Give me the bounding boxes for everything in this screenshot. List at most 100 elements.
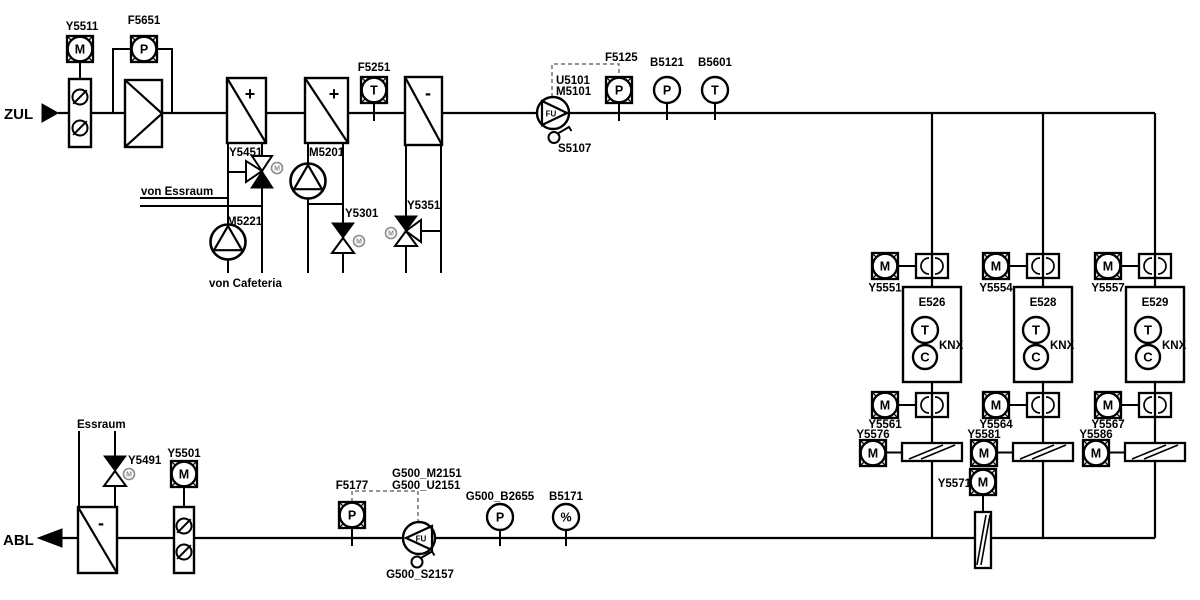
damper-tag: Y5511: [66, 21, 99, 33]
sensor-tag: B5121: [650, 57, 684, 69]
svg-text:T: T: [1032, 323, 1040, 338]
svg-text:T: T: [711, 84, 719, 98]
cooling-sign: -: [425, 83, 431, 103]
svg-text:C: C: [1143, 350, 1153, 365]
filter-f5651[interactable]: P F5651: [112, 15, 173, 149]
pump-m5201-icon[interactable]: [289, 162, 327, 200]
fan-converter-tag: G500_U2151: [392, 480, 461, 492]
mix-damper-y5571[interactable]: Y5571 M: [938, 467, 998, 570]
heating-sign: +: [245, 84, 256, 104]
reheater-coil-circuit[interactable]: + M5201 M Y5301: [289, 76, 379, 273]
essraum-branch: Essraum M Y5491: [77, 419, 162, 507]
pressure-sensor-b5121[interactable]: P B5121: [650, 57, 685, 120]
svg-text:M: M: [1103, 399, 1113, 413]
zul-arrow-icon: [41, 103, 60, 123]
svg-text:M: M: [979, 447, 989, 461]
svg-text:P: P: [663, 84, 671, 98]
pump-tag: M5221: [227, 216, 263, 228]
reheater-pump-tag: M5201: [309, 147, 345, 159]
supply-damper-tag: Y5551: [868, 283, 902, 295]
extract-section: ABL Essraum M Y5491 - Y5501 M: [3, 419, 1155, 581]
sensor-tag: F5177: [336, 480, 369, 492]
svg-text:M: M: [356, 239, 362, 246]
sensor-tag: F5251: [358, 62, 391, 74]
pressure-sensor-g500-b2655[interactable]: P G500_B2655: [466, 491, 535, 546]
repair-switch-g500-icon[interactable]: [410, 550, 436, 569]
extract-cooler-coil[interactable]: -: [76, 505, 119, 575]
valve-tag: Y5491: [128, 455, 162, 467]
svg-text:P: P: [348, 509, 356, 523]
zone-supply-damper-icon[interactable]: [1025, 252, 1061, 280]
temp-sensor-b5601[interactable]: T B5601: [698, 57, 733, 120]
zone-e528[interactable]: M Y5554 E528 T C KNX M Y5564 Y5581 M: [967, 251, 1075, 538]
dp-sensor-f5125[interactable]: P F5125: [604, 52, 638, 121]
svg-text:T: T: [921, 323, 929, 338]
svg-text:M: M: [991, 260, 1001, 274]
supply-fan-u5101[interactable]: FU U5101 M5101 S5107: [535, 63, 620, 155]
svg-text:C: C: [920, 350, 930, 365]
zone-controller-tag: E526: [919, 297, 946, 309]
supply-branch-drops: [930, 113, 1157, 254]
two-way-valve-y5301-icon[interactable]: M: [330, 222, 366, 254]
zone-temp-icon: [1133, 315, 1163, 345]
zone-bus-label: KNX: [1050, 340, 1075, 352]
fan-motor-tag: G500_M2151: [392, 468, 462, 480]
zone-e526[interactable]: M Y5551 E526 T C KNX M Y5561 Y5576 M: [856, 251, 964, 538]
temp-sensor-f5251[interactable]: T F5251: [358, 62, 391, 121]
svg-text:M: M: [978, 476, 988, 490]
damper-tag: Y5571: [938, 478, 972, 490]
zone-slide-damper-icon[interactable]: [1011, 441, 1075, 463]
zone-supply-damper-icon[interactable]: [914, 252, 950, 280]
svg-text:C: C: [1031, 350, 1041, 365]
switch-tag: G500_S2157: [386, 569, 454, 581]
svg-text:M: M: [274, 166, 280, 173]
frequency-converter-label: FU: [546, 110, 557, 119]
sensor-tag: F5125: [605, 52, 638, 64]
zone-controller-tag: E528: [1030, 297, 1057, 309]
zone-controller-tag: E529: [1142, 297, 1169, 309]
zone-exhaust-damper-icon[interactable]: [1137, 391, 1173, 419]
zone-temp-icon: [910, 315, 940, 345]
sensor-letter: P: [140, 43, 148, 57]
three-way-valve-y5351-icon[interactable]: M: [384, 215, 422, 247]
pump-m5221-icon[interactable]: [209, 223, 247, 261]
supply-damper-tag: Y5557: [1091, 283, 1124, 295]
outside-air-damper-y5511[interactable]: M Y5511: [66, 21, 99, 149]
extract-fan-g500[interactable]: FU G500_S2157: [386, 520, 454, 581]
humidity-sensor-b5171[interactable]: % B5171: [549, 491, 584, 546]
preheater-coil-circuit[interactable]: + Y5451 M M5221 von Essraum von Cafeteri…: [140, 76, 284, 290]
zone-e529[interactable]: M Y5557 E529 T C KNX M Y5567 Y5586 M: [1079, 251, 1187, 538]
cooler-coil-circuit[interactable]: - Y5351 M: [384, 75, 444, 273]
actuator-letter: M: [75, 43, 85, 57]
zone-exhaust-damper-icon[interactable]: [914, 391, 950, 419]
abl-label: ABL: [3, 532, 34, 549]
zone-temp-icon: [1021, 315, 1051, 345]
repair-switch-s5107-icon[interactable]: [547, 125, 573, 144]
zone-supply-damper-icon[interactable]: [1137, 252, 1173, 280]
slide-damper-tag: Y5586: [1079, 429, 1112, 441]
exhaust-damper-tag: Y5564: [979, 419, 1013, 431]
zone-slide-damper-icon[interactable]: [900, 441, 964, 463]
supply-damper-tag: Y5554: [979, 283, 1013, 295]
extract-duct-label: ABL: [3, 528, 63, 549]
three-way-valve-y5451-icon[interactable]: M: [245, 155, 284, 189]
cooling-sign: -: [98, 513, 104, 533]
fan-impeller-icon: [403, 524, 434, 552]
svg-text:M: M: [991, 399, 1001, 413]
sensor-tag: B5171: [549, 491, 583, 503]
slide-damper-icon[interactable]: [973, 510, 993, 570]
from-essraum-label: von Essraum: [141, 186, 213, 198]
frequency-converter-label: FU: [416, 535, 427, 544]
dp-sensor-f5177[interactable]: P F5177 G500_M2151 G500_U2151: [336, 468, 463, 546]
abl-arrow-icon: [36, 528, 63, 548]
zone-slide-damper-icon[interactable]: [1123, 441, 1187, 463]
fan-motor-tag: M5101: [556, 86, 592, 98]
two-way-valve-y5491-icon[interactable]: M: [102, 455, 136, 487]
zone-exhaust-damper-icon[interactable]: [1025, 391, 1061, 419]
exhaust-damper-tag: Y5567: [1091, 419, 1124, 431]
fan-impeller-icon: [540, 99, 570, 127]
exhaust-damper-tag: Y5561: [868, 419, 902, 431]
extract-damper-y5501[interactable]: Y5501 M: [167, 448, 201, 575]
svg-text:M: M: [1091, 447, 1101, 461]
